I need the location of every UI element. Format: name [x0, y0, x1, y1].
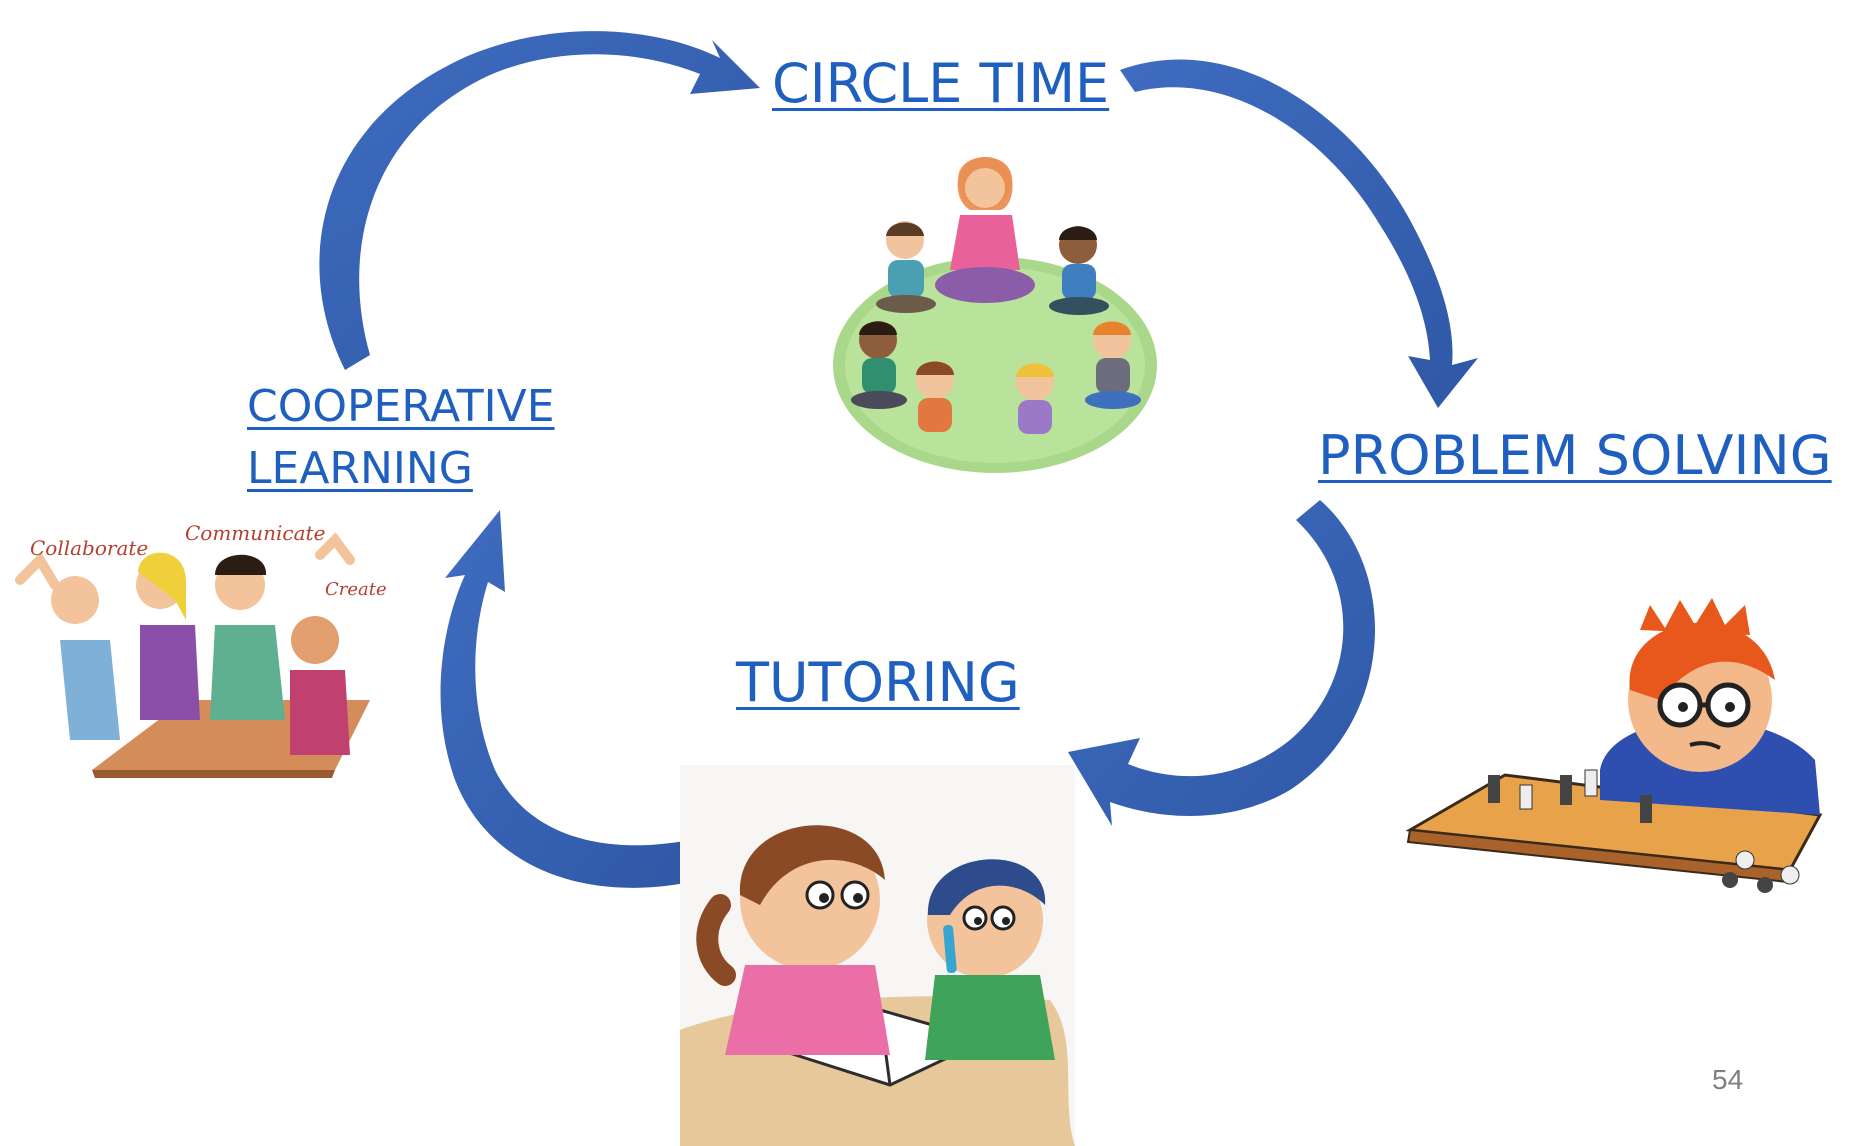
arrow-coop-to-circle — [319, 31, 760, 371]
circle-time-link[interactable]: CIRCLE TIME — [772, 52, 1110, 115]
children-sitting-in-circle-icon — [833, 157, 1157, 473]
arrow-tutoring-to-coop — [440, 510, 700, 888]
cooperative-learning-link[interactable]: COOPERATIVE LEARNING — [247, 376, 555, 500]
boy-playing-chess-icon — [1405, 598, 1823, 893]
svg-text:Communicate: Communicate — [185, 521, 325, 545]
svg-text:Create: Create — [325, 579, 387, 600]
page-number: 54 — [1712, 1064, 1744, 1095]
arrow-circle-to-problem — [1120, 59, 1478, 408]
group-collaborating-icon: Collaborate Communicate Create — [15, 521, 387, 778]
problem-solving-link[interactable]: PROBLEM SOLVING — [1318, 424, 1832, 487]
arrow-problem-to-tutoring — [1068, 500, 1375, 826]
svg-text:Collaborate: Collaborate — [30, 536, 148, 560]
children-reading-book-icon — [680, 765, 1075, 1146]
tutoring-link[interactable]: TUTORING — [736, 651, 1020, 714]
cooperative-learning-line-1[interactable]: COOPERATIVE — [247, 381, 555, 432]
cooperative-learning-line-2[interactable]: LEARNING — [247, 443, 473, 494]
